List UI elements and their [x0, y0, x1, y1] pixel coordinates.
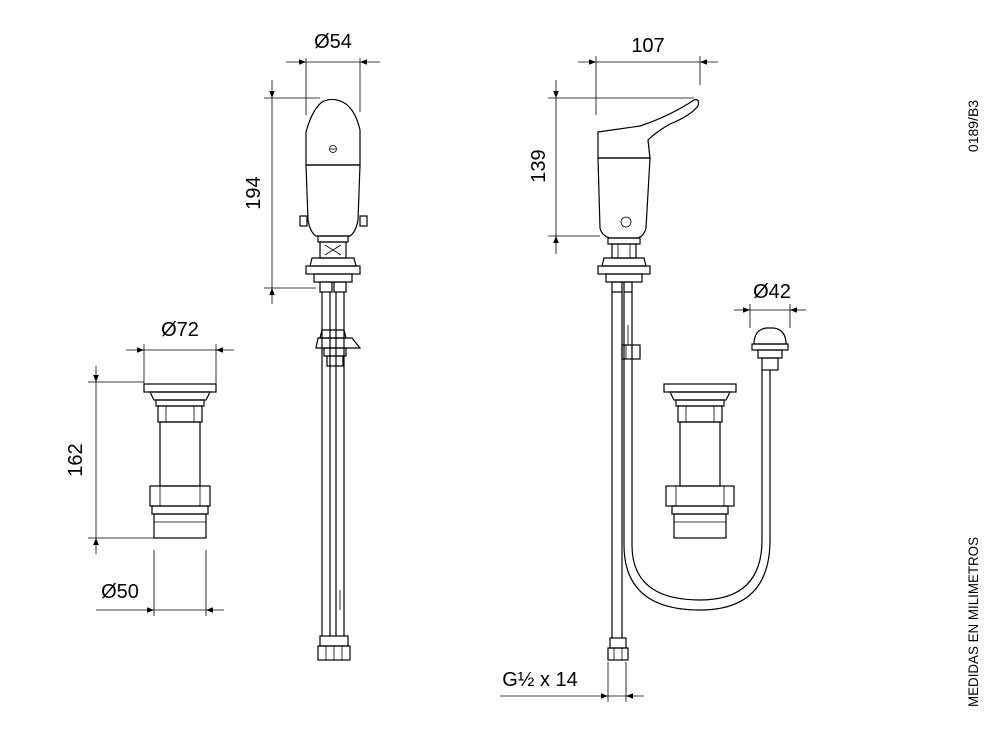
dimension-body-diameter-label: Ø54: [314, 31, 352, 53]
dimension-flange-diameter: Ø72: [126, 319, 234, 384]
drawing-code: 0189/B3: [965, 100, 981, 152]
dimension-aerator-diameter: Ø42: [734, 281, 806, 328]
dimension-body-height-label: 194: [243, 176, 265, 209]
dimension-lever-height: 139: [528, 80, 694, 254]
dimension-connection-thread: G½ x 14: [500, 662, 644, 702]
spout-assembly-left: [143, 383, 217, 539]
dimension-spout-height-label: 162: [65, 443, 87, 476]
dimension-spout-height: 162: [65, 366, 154, 554]
units-note: MEDIDAS EN MILIMETROS: [965, 537, 981, 707]
dimension-lever-reach-label: 107: [631, 35, 664, 57]
dimension-aerator-diameter-label: Ø42: [753, 281, 791, 303]
dimension-body-height: 194: [243, 80, 320, 304]
dimension-spout-thread-diameter-label: Ø50: [101, 581, 139, 603]
front-view-valve: [299, 98, 368, 661]
dimension-spout-thread-diameter: Ø50: [96, 550, 224, 616]
dimension-lever-reach: 107: [578, 35, 718, 115]
dimension-lever-height-label: 139: [528, 149, 550, 182]
dimension-flange-diameter-label: Ø72: [161, 319, 199, 341]
dimension-body-diameter: Ø54: [286, 31, 380, 115]
spout-assembly-right: [663, 383, 737, 539]
aerator-head: [751, 327, 789, 371]
dimension-connection-thread-label: G½ x 14: [502, 669, 578, 691]
side-view-valve: [597, 99, 771, 661]
